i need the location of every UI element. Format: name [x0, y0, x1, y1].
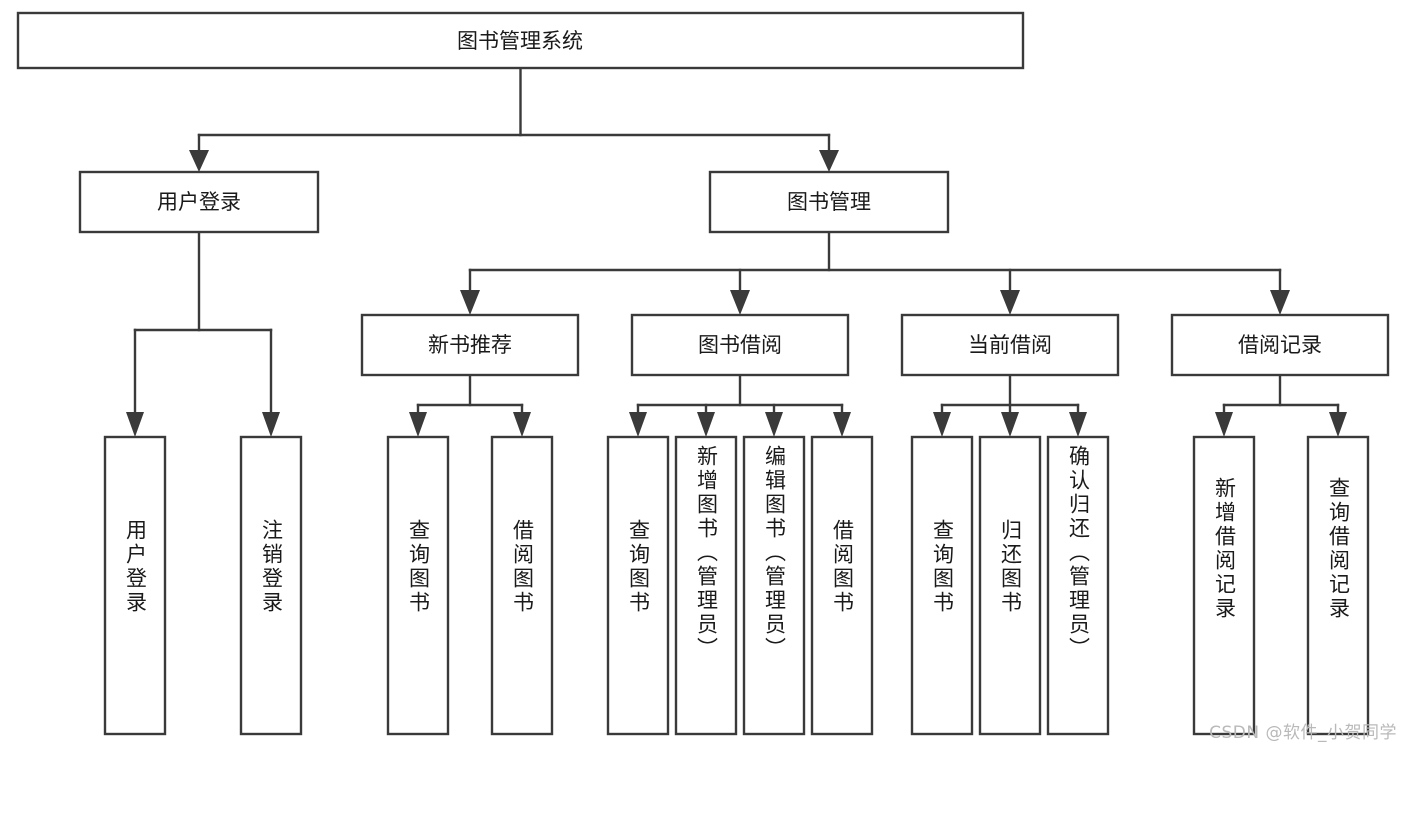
arrow-head-bb-leaf-3 [765, 412, 783, 437]
leaf-boxes-user-login [103, 435, 303, 736]
node-book-borrow-label: 图书借阅 [698, 333, 782, 357]
connector-group-user-login-leaves [126, 230, 280, 437]
arrow-head-cb-leaf-2 [1001, 412, 1019, 437]
arrow-head-nb-leaf-2 [513, 412, 531, 437]
leaf-box-cb-confirm-return[interactable] [1046, 435, 1110, 736]
node-current-borrow-label: 当前借阅 [968, 333, 1052, 357]
leaf-box-bb-edit-book[interactable] [742, 435, 806, 736]
arrow-head-cb-leaf-1 [933, 412, 951, 437]
arrow-head-user-login [189, 150, 209, 172]
arrow-head-leaf-user-login [126, 412, 144, 437]
node-user-login-label: 用户登录 [157, 190, 241, 214]
leaf-box-user-login[interactable] [103, 435, 167, 736]
connector-group-borrow-record-leaves [1215, 373, 1347, 437]
leaf-boxes-new-book-recommend [386, 435, 554, 736]
arrow-head-nb-leaf-1 [409, 412, 427, 437]
node-new-book-recommend-label: 新书推荐 [428, 333, 512, 357]
arrow-head-br-leaf-1 [1215, 412, 1233, 437]
arrow-head-bb-leaf-1 [629, 412, 647, 437]
arrow-head-bb-leaf-4 [833, 412, 851, 437]
flowchart-svg: 图书管理系统 用户登录 图书管理 新书推荐 图书借阅 当前借阅 借阅记录 [16, 11, 1390, 736]
arrow-head-new-book [460, 290, 480, 315]
leaf-boxes-book-borrow [606, 435, 874, 736]
node-book-manage-label: 图书管理 [787, 190, 871, 214]
arrow-head-book-manage [819, 150, 839, 172]
diagram-canvas: 图书管理系统 用户登录 图书管理 新书推荐 图书借阅 当前借阅 借阅记录 [16, 11, 1397, 743]
node-new-book-recommend[interactable]: 新书推荐 [360, 313, 580, 377]
leaf-box-cb-return-book[interactable] [978, 435, 1042, 736]
node-user-login-box[interactable] [78, 170, 320, 234]
node-current-borrow[interactable]: 当前借阅 [900, 313, 1120, 377]
connector-group-book-manage-to-level3 [460, 230, 1290, 315]
leaf-box-bb-add-book[interactable] [674, 435, 738, 736]
node-book-borrow-box[interactable] [630, 313, 850, 377]
arrow-head-borrow-record [1270, 290, 1290, 315]
arrow-head-bb-leaf-2 [697, 412, 715, 437]
node-root[interactable]: 图书管理系统 [16, 11, 1025, 70]
leaf-boxes-current-borrow [910, 435, 1110, 736]
leaf-box-cb-query-book[interactable] [910, 435, 974, 736]
leaf-boxes-borrow-record [1192, 435, 1370, 736]
node-borrow-record-label: 借阅记录 [1238, 333, 1322, 357]
connector-group-book-borrow-leaves [629, 373, 851, 437]
leaf-box-bb-borrow-book[interactable] [810, 435, 874, 736]
connector-group-root-to-level2 [189, 66, 839, 172]
leaf-box-br-query-record[interactable] [1306, 435, 1370, 736]
arrow-head-br-leaf-2 [1329, 412, 1347, 437]
connector-group-new-book-leaves [409, 373, 531, 437]
arrow-head-book-borrow [730, 290, 750, 315]
leaf-box-nb-query-book[interactable] [386, 435, 450, 736]
node-root-box[interactable] [16, 11, 1025, 70]
leaf-box-nb-borrow-book[interactable] [490, 435, 554, 736]
leaf-box-logout[interactable] [239, 435, 303, 736]
leaf-box-bb-query-book[interactable] [606, 435, 670, 736]
node-book-manage[interactable]: 图书管理 [708, 170, 950, 234]
node-root-label: 图书管理系统 [457, 29, 583, 53]
arrow-head-cb-leaf-3 [1069, 412, 1087, 437]
leaf-box-br-add-record[interactable] [1192, 435, 1256, 736]
node-book-manage-box[interactable] [708, 170, 950, 234]
watermark-text: CSDN @软件_小贺同学 [1209, 723, 1397, 743]
connector-group-current-borrow-leaves [933, 373, 1087, 437]
node-book-borrow[interactable]: 图书借阅 [630, 313, 850, 377]
node-borrow-record[interactable]: 借阅记录 [1170, 313, 1390, 377]
arrow-head-leaf-logout [262, 412, 280, 437]
node-user-login[interactable]: 用户登录 [78, 170, 320, 234]
node-new-book-recommend-box[interactable] [360, 313, 580, 377]
arrow-head-current-borrow [1000, 290, 1020, 315]
node-borrow-record-box[interactable] [1170, 313, 1390, 377]
node-current-borrow-box[interactable] [900, 313, 1120, 377]
